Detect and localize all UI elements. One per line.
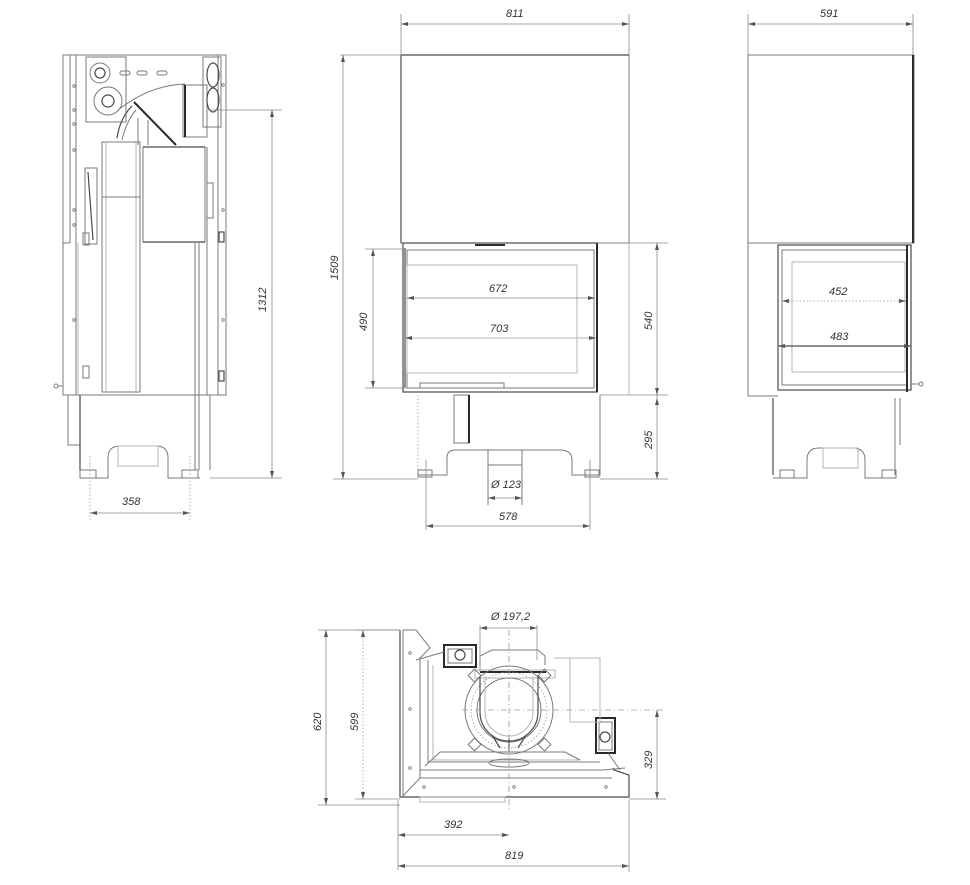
dim-label-body-depth: 599 (349, 712, 361, 731)
dim-label-side-glass-outer: 483 (830, 331, 849, 343)
dim-label-base-height: 295 (643, 430, 655, 449)
left-side-view (53, 54, 282, 520)
dim-label-glass-outer: 703 (490, 323, 509, 335)
dim-label-flue-axis-front: 329 (643, 750, 655, 769)
dim-label-door-height: 490 (358, 312, 370, 331)
dim-label-firebox-height: 540 (643, 311, 655, 330)
right-side-view (747, 14, 924, 479)
front-view (333, 14, 668, 530)
dim-label-air-inlet-diameter: Ø 123 (491, 479, 521, 491)
dim-label-plan-width: 819 (505, 850, 524, 862)
dim-label-flue-diameter: Ø 197,2 (491, 611, 531, 623)
dim-label-glass-inner: 672 (489, 283, 508, 295)
dim-label-flue-axis-left: 392 (444, 819, 463, 831)
dim-label-plan-depth: 620 (312, 712, 324, 731)
dim-label-foot-spacing-side: 358 (122, 496, 141, 508)
dim-label-side-glass-inner: 452 (829, 286, 848, 298)
dim-label-front-height: 1509 (329, 255, 341, 280)
top-plan-view (318, 625, 666, 872)
dim-label-front-width: 811 (506, 8, 524, 20)
dim-label-height-flue-axis: 1312 (257, 287, 269, 312)
dim-label-side-depth: 591 (820, 8, 839, 20)
dim-label-foot-spacing-front: 578 (499, 511, 518, 523)
